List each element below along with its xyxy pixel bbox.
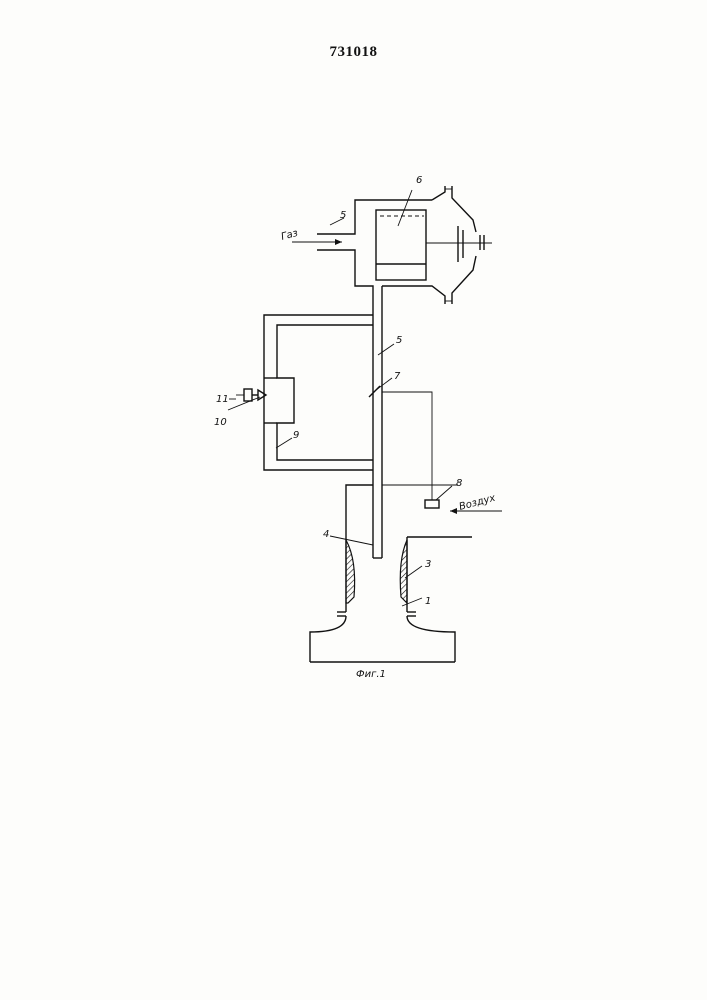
input-air-label: Воздух bbox=[458, 493, 497, 513]
label-11: 11 bbox=[216, 394, 229, 405]
label-4: 4 bbox=[323, 529, 329, 540]
label-9: 9 bbox=[293, 430, 299, 441]
diaphragm-housing bbox=[382, 186, 484, 304]
label-10: 10 bbox=[214, 417, 227, 428]
damper-7 bbox=[369, 386, 432, 500]
label-6: 6 bbox=[416, 175, 422, 186]
valve-10 bbox=[236, 389, 266, 401]
label-3: 3 bbox=[425, 559, 431, 570]
sensor-8 bbox=[425, 500, 439, 508]
figure-caption: Фиг.1 bbox=[356, 669, 386, 680]
regulator-6 bbox=[376, 210, 492, 280]
label-5-mid: 5 bbox=[396, 335, 402, 346]
label-5-top: 5 bbox=[340, 210, 346, 221]
input-gas-label: Газ bbox=[280, 228, 299, 243]
bypass-loop bbox=[264, 315, 373, 470]
label-8: 8 bbox=[456, 478, 462, 489]
label-1: 1 bbox=[425, 596, 431, 607]
label-7: 7 bbox=[394, 371, 401, 382]
burner-body bbox=[310, 537, 472, 662]
gas-inlet-pipe bbox=[292, 200, 432, 323]
vertical-gas-pipe bbox=[373, 286, 382, 558]
